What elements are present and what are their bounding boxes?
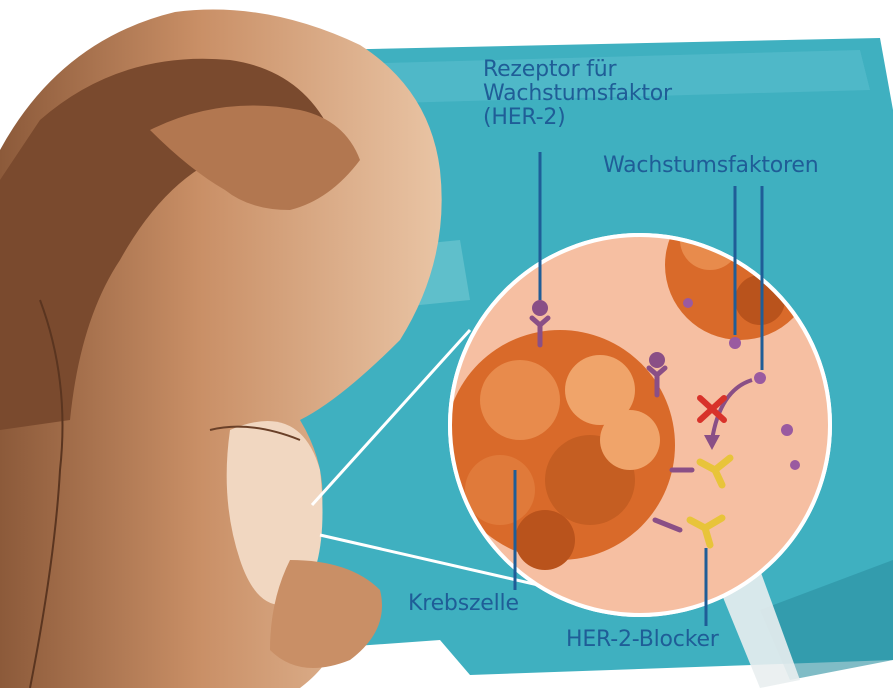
receptor-label-line-3: (HER-2) — [483, 106, 672, 130]
receptor-label-line-1: Rezeptor für — [483, 58, 672, 82]
receptor-label-line-2: Wachstumsfaktor — [483, 82, 672, 106]
receptor-label: Rezeptor für Wachstumsfaktor (HER-2) — [483, 58, 672, 130]
cancer-cell-label: Krebszelle — [408, 592, 519, 616]
woman-figure — [0, 9, 442, 688]
growth-factors-label: Wachstumsfaktoren — [603, 154, 818, 178]
her2-blocker-label: HER-2-Blocker — [566, 628, 719, 652]
